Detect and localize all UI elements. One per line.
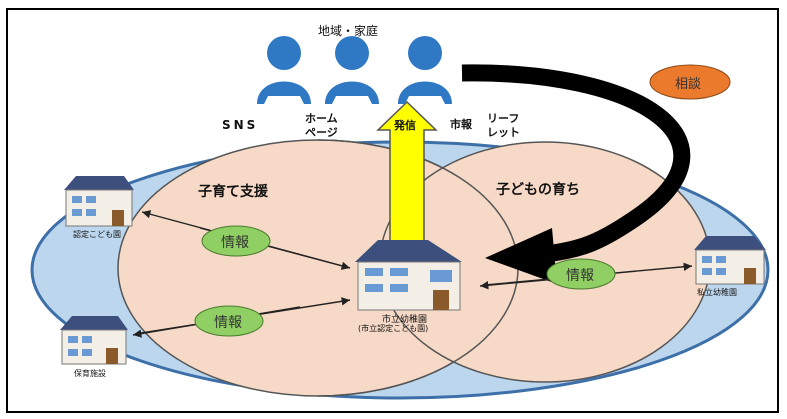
info-oval-nursery	[194, 305, 264, 337]
person-icon	[257, 36, 311, 104]
channel-leaflet-line1: リーフ	[487, 112, 520, 125]
diagram-border	[6, 8, 779, 413]
consult-oval	[649, 64, 731, 100]
channel-city-newsletter: 市報	[450, 118, 472, 131]
top-group-label: 地域・家庭	[318, 24, 379, 38]
channel-homepage-line2: ページ	[305, 126, 338, 139]
info-label: 情報	[221, 235, 249, 251]
consult-arrowhead	[485, 228, 557, 284]
region-label-support: 子育て支援	[198, 184, 268, 200]
facility-center-line2: (市立認定こども園)	[358, 324, 429, 333]
info-oval-private	[546, 258, 616, 290]
channel-sns: SNS	[222, 118, 259, 132]
info-label: 情報	[566, 268, 594, 284]
consult-arrow	[461, 64, 691, 263]
send-arrow-label: 発信	[394, 119, 416, 132]
support-circle-outline	[317, 139, 519, 269]
info-label: 情報	[214, 315, 242, 331]
certified-kindergarten-building-icon	[64, 176, 134, 227]
facility-nursery: 保育施設	[74, 369, 106, 378]
person-icon	[325, 36, 379, 104]
private-kindergarten-building-icon	[694, 236, 766, 285]
facility-center-line1: 市立幼稚園	[382, 315, 428, 325]
region-label-growth: 子どもの育ち	[496, 182, 580, 198]
consult-label: 相談	[675, 77, 702, 92]
facility-private: 私立幼稚園	[697, 288, 737, 297]
channel-leaflet-line2: レット	[487, 126, 520, 139]
city-kindergarten-building-icon	[355, 240, 462, 311]
channel-homepage-line1: ホーム	[305, 112, 338, 125]
facility-certified: 認定こども園	[73, 230, 121, 239]
nursery-building-icon	[60, 316, 128, 365]
support-circle-outline-bottom	[317, 267, 519, 397]
info-oval-certified	[201, 225, 271, 257]
person-icon	[398, 36, 452, 104]
send-arrow	[376, 100, 438, 259]
